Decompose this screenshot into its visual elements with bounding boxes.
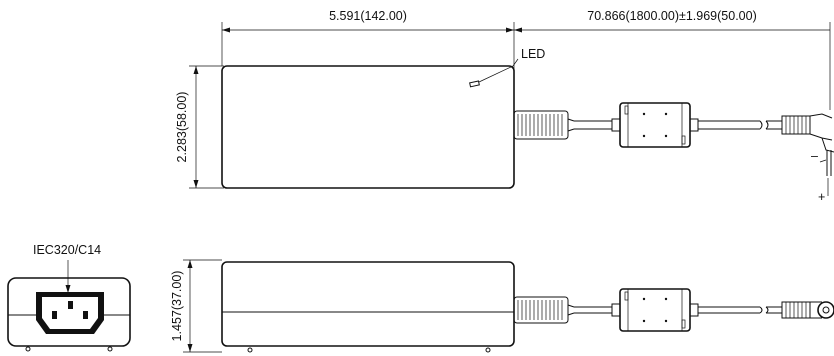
polarity-positive-label: + xyxy=(818,190,825,204)
top-view: 5.591(142.00) 70.866(1800.00)±1.969(50.0… xyxy=(175,9,834,204)
width-dimension-label: 2.283(58.00) xyxy=(175,92,189,163)
length-dimension-label: 5.591(142.00) xyxy=(329,9,407,23)
cable-length-dimension: 70.866(1800.00)±1.969(50.00) xyxy=(514,9,830,33)
side-view: 1.457(37.00) xyxy=(170,259,834,353)
inlet-label: IEC320/C14 xyxy=(33,243,101,257)
length-dimension: 5.591(142.00) xyxy=(222,9,514,33)
dc-plug-top: – + xyxy=(759,113,834,204)
strain-relief-top xyxy=(513,110,575,140)
polarity-negative-label: – xyxy=(811,149,818,163)
dc-cable-top xyxy=(574,120,760,130)
iec-c14-inlet-icon xyxy=(36,292,104,334)
cable-length-dimension-label: 70.866(1800.00)±1.969(50.00) xyxy=(587,9,757,23)
adapter-end-outline xyxy=(7,277,131,347)
inlet-end-view: IEC320/C14 xyxy=(7,243,131,352)
led-indicator: LED xyxy=(469,47,545,88)
led-label: LED xyxy=(521,47,545,61)
width-dimension: 2.283(58.00) xyxy=(175,65,224,189)
ferrite-core-top xyxy=(611,102,699,148)
dc-plug-side xyxy=(759,301,834,319)
strain-relief-side xyxy=(513,296,575,324)
height-dimension-label: 1.457(37.00) xyxy=(170,271,184,342)
ferrite-core-side xyxy=(611,288,699,332)
dc-cable-side xyxy=(574,306,760,314)
height-dimension: 1.457(37.00) xyxy=(170,259,222,353)
adapter-body-side xyxy=(221,261,515,353)
